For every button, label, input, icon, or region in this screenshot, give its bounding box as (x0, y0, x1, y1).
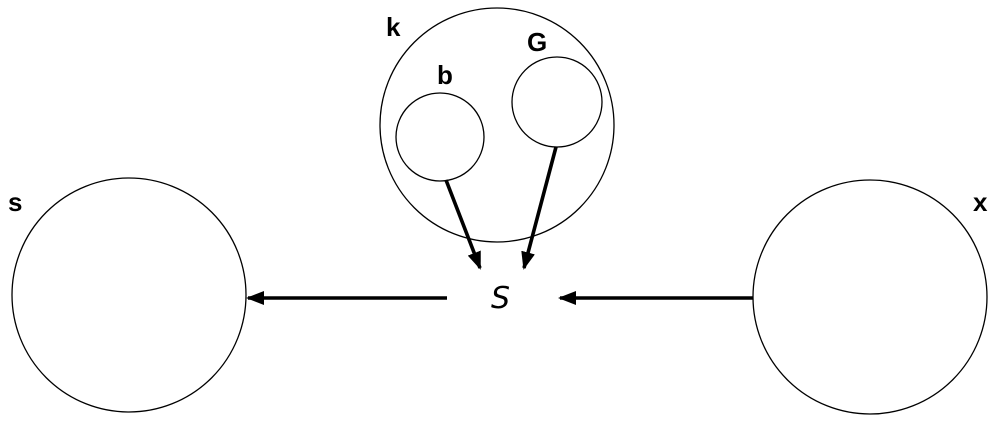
arrow-b-to-s (444, 179, 482, 270)
container-group-k: k b G (379, 7, 615, 243)
label-s: s (8, 187, 22, 217)
center-label-s: S (491, 281, 510, 316)
left-circle-s (11, 177, 247, 413)
right-circle-x (752, 179, 988, 415)
label-x: x (973, 187, 988, 217)
inner-circle-b (395, 92, 485, 182)
inner-circle-g (511, 56, 603, 148)
label-g: G (527, 27, 547, 57)
container-circle-k (379, 7, 615, 243)
label-b: b (437, 60, 453, 90)
arrow-g-to-s (521, 146, 558, 270)
label-k: k (386, 12, 401, 42)
